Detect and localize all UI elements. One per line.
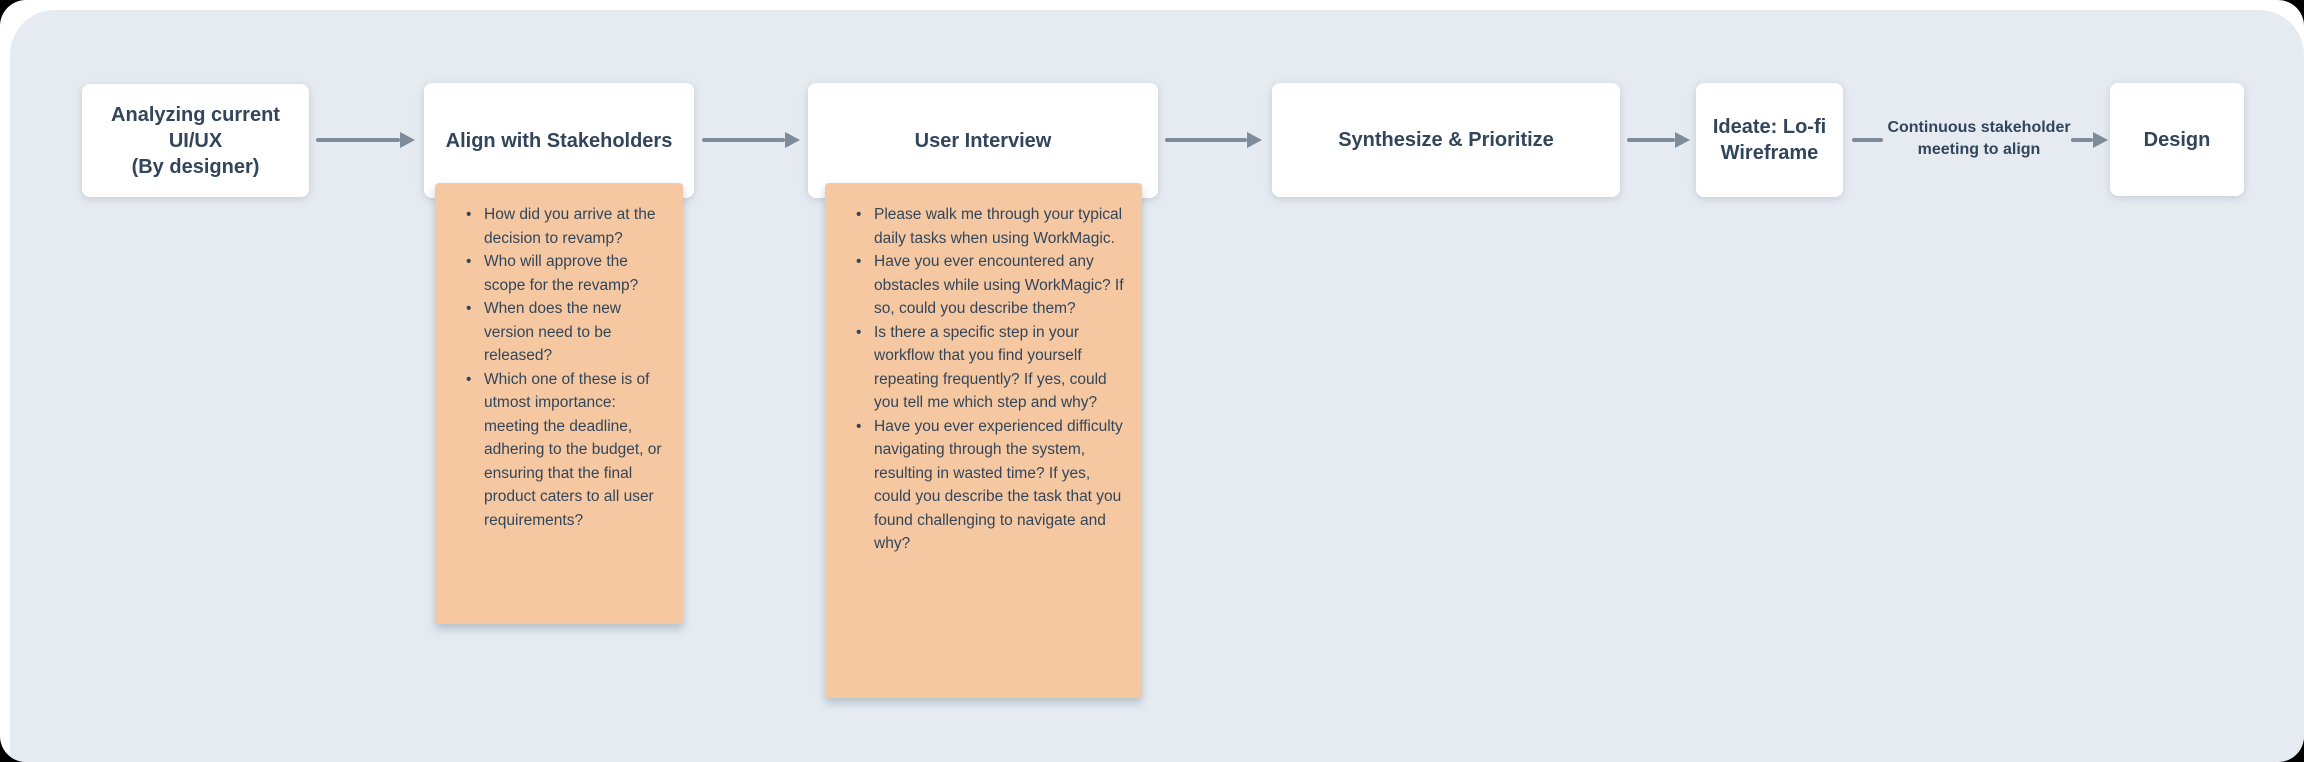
flow-arrow-2[interactable] [702,132,800,148]
note-bullet-list: Please walk me through your typical dail… [825,203,1128,556]
note-bullet: Who will approve the scope for the revam… [435,250,669,297]
arrow-head-icon [400,132,415,148]
arrow-head-icon [2093,132,2108,148]
note-bullet: How did you arrive at the decision to re… [435,203,669,250]
note-bullet: Which one of these is of utmost importan… [435,368,669,533]
note-bullet: Have you ever experienced difficulty nav… [825,415,1128,556]
sticky-note-stakeholder-questions[interactable]: How did you arrive at the decision to re… [435,183,683,624]
flow-step-user-interview[interactable]: User Interview [808,83,1158,198]
sticky-note-interview-questions[interactable]: Please walk me through your typical dail… [825,183,1142,698]
arrow-shaft [702,138,785,142]
flow-arrow-5[interactable] [2071,132,2108,148]
connector-label[interactable]: Continuous stakeholder meeting to align [1887,119,2071,158]
connector-line-segment[interactable] [1852,138,1883,142]
flow-step-analyzing-current-uiux[interactable]: Analyzing current UI/UX (By designer) [82,84,309,197]
arrow-shaft [2071,138,2093,142]
arrow-head-icon [785,132,800,148]
arrow-head-icon [1675,132,1690,148]
flow-step-align-with-stakeholders[interactable]: Align with Stakeholders [424,83,694,198]
flow-arrow-3[interactable] [1165,132,1262,148]
arrow-shaft [1165,138,1247,142]
note-bullet: When does the new version need to be rel… [435,297,669,368]
arrow-shaft [316,138,400,142]
arrow-shaft [1627,138,1675,142]
flow-step-synthesize-prioritize[interactable]: Synthesize & Prioritize [1272,83,1620,197]
note-bullet-list: How did you arrive at the decision to re… [435,203,669,532]
note-bullet: Is there a specific step in your workflo… [825,321,1128,415]
flow-step-ideate-lofi-wireframe[interactable]: Ideate: Lo-fi Wireframe [1696,83,1843,197]
flow-arrow-4[interactable] [1627,132,1690,148]
note-bullet: Have you ever encountered any obstacles … [825,250,1128,321]
flow-step-design[interactable]: Design [2110,83,2244,196]
note-bullet: Please walk me through your typical dail… [825,203,1128,250]
arrow-head-icon [1247,132,1262,148]
flow-arrow-1[interactable] [316,132,415,148]
whiteboard-canvas: Analyzing current UI/UX (By designer) Al… [10,10,2304,762]
